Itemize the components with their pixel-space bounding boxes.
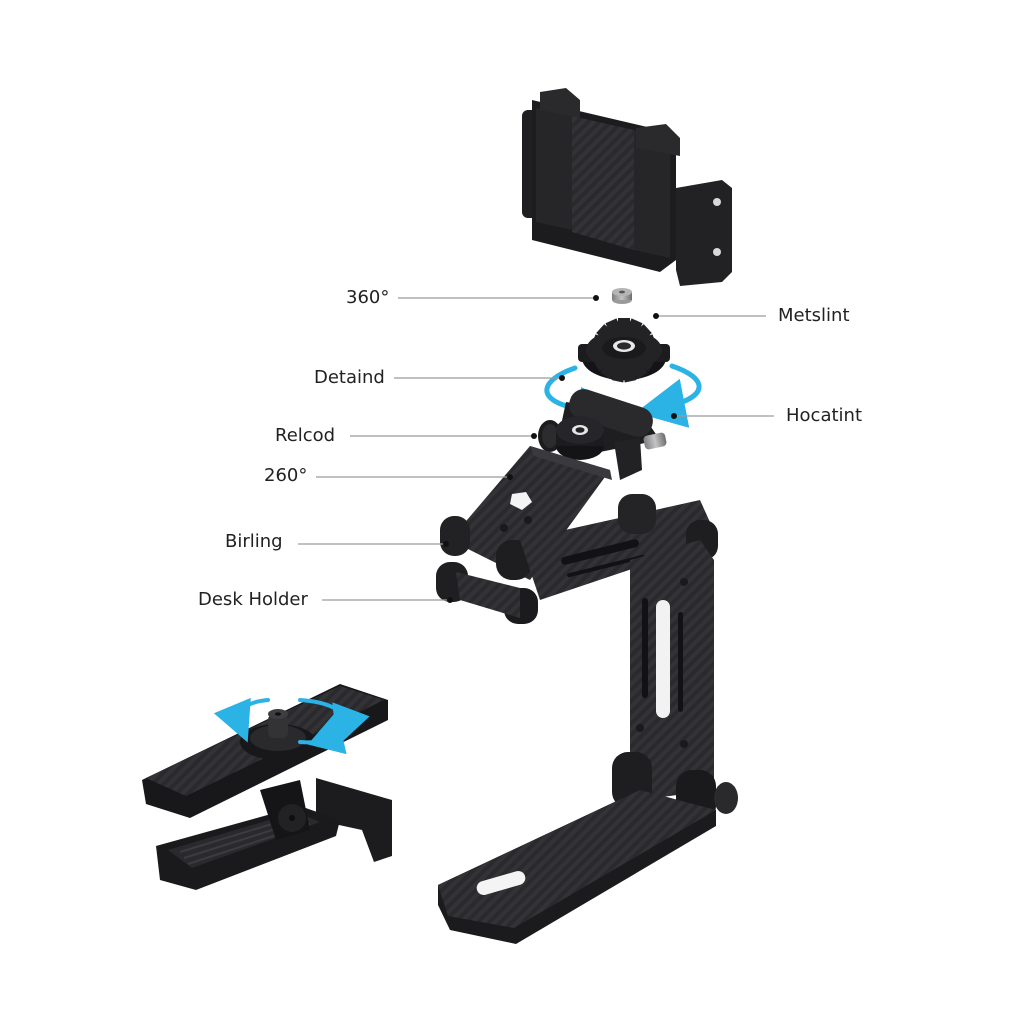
label-260: 260° (264, 465, 308, 486)
label-detaind: Detaind (314, 367, 385, 388)
label-relcod: Relcod (275, 425, 336, 446)
spring-clip-clamp (142, 684, 392, 890)
base-plate (438, 790, 716, 944)
double-hinge (436, 494, 718, 624)
rotation-arrows-clamp (213, 697, 370, 755)
rotation-knob-joint (538, 389, 667, 480)
label-metslint: Metslint (778, 305, 850, 326)
leader-dots (443, 295, 677, 603)
spacer-nut (612, 288, 632, 304)
leader-lines (298, 297, 774, 601)
label-birling: Birling (225, 531, 283, 552)
folding-arm (440, 446, 612, 580)
gear-wheel (578, 318, 670, 383)
label-360: 360° (346, 287, 390, 308)
label-desk-holder: Desk Holder (198, 589, 308, 610)
phone-clamp-head (522, 88, 732, 286)
vertical-support (612, 540, 738, 822)
label-hocatint: Hocatint (786, 405, 862, 426)
